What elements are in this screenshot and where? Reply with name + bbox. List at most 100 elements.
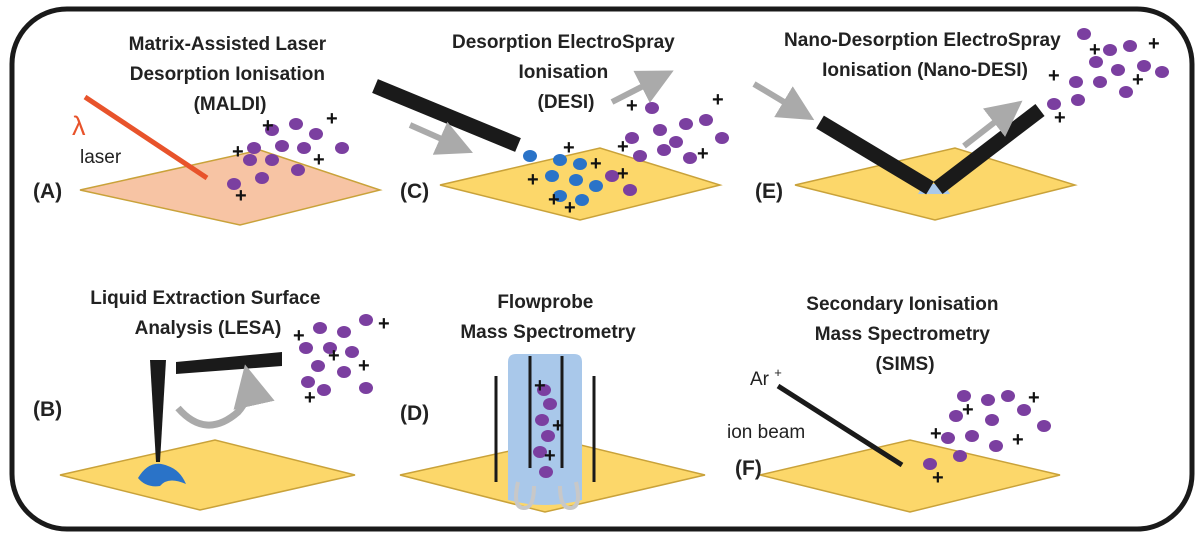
ion xyxy=(653,124,667,136)
plus-sign: + xyxy=(1148,33,1160,55)
svg-text:Liquid Extraction Surface: Liquid Extraction Surface Analysis (LESA… xyxy=(90,288,325,339)
droplet xyxy=(523,150,537,162)
sims-ion-cloud: + + + + + xyxy=(923,387,1051,489)
desi-incoming-arrow xyxy=(408,121,473,155)
maldi-title-line-1: Matrix-Assisted Laser xyxy=(129,34,327,55)
outer-frame xyxy=(9,6,1195,532)
plus-sign: + xyxy=(378,313,390,335)
ion xyxy=(289,118,303,130)
ion xyxy=(265,154,279,166)
lesa-title-line-1: Liquid Extraction Surface xyxy=(90,288,320,309)
nano-desi-secondary-capillary xyxy=(933,104,1045,194)
ion-beam xyxy=(776,383,904,468)
ion xyxy=(949,410,963,422)
plus-sign: + xyxy=(617,136,629,158)
plus-sign: + xyxy=(1012,429,1024,451)
nano-desi-outgoing-arrow xyxy=(962,100,1023,149)
plus-sign: + xyxy=(563,137,575,159)
plus-sign: + xyxy=(564,197,576,219)
ion xyxy=(337,366,351,378)
ion xyxy=(1001,390,1015,402)
plus-sign: + xyxy=(712,89,724,111)
ion xyxy=(645,102,659,114)
panel-label-d: (D) xyxy=(400,402,429,425)
ion xyxy=(313,322,327,334)
ion xyxy=(1093,76,1107,88)
plus-sign: + xyxy=(552,415,564,437)
ion xyxy=(965,430,979,442)
ion xyxy=(247,142,261,154)
panel-label-b: (B) xyxy=(33,398,62,421)
ion xyxy=(359,314,373,326)
ion xyxy=(337,326,351,338)
argon-ion-label: Ar + xyxy=(750,365,782,390)
sims-title-line-1: Secondary Ionisation xyxy=(806,294,998,315)
nano-desi-title-line-2: Ionisation (Nano-DESI) xyxy=(822,60,1028,81)
droplet xyxy=(553,190,567,202)
ion xyxy=(323,342,337,354)
ion xyxy=(669,136,683,148)
plus-sign: + xyxy=(544,445,556,467)
ion xyxy=(715,132,729,144)
ion xyxy=(941,432,955,444)
plus-sign: + xyxy=(590,153,602,175)
svg-text:Nano-Desorption ElectroSpray: Nano-Desorption ElectroSpray Ionisation … xyxy=(784,30,1066,81)
plus-sign: + xyxy=(293,325,305,347)
droplet xyxy=(575,194,589,206)
lesa-pipette-tip xyxy=(150,360,166,462)
flow-loop-right xyxy=(558,481,580,511)
ion xyxy=(535,414,549,426)
lesa-solvent-droplet xyxy=(138,463,186,487)
argon-symbol: Ar xyxy=(750,369,770,390)
plus-sign: + xyxy=(962,399,974,421)
maldi-ion-cloud: + + + + + xyxy=(227,108,349,207)
plus-sign: + xyxy=(326,108,338,130)
droplet xyxy=(553,154,567,166)
ion xyxy=(957,390,971,402)
ion xyxy=(533,446,547,458)
flowprobe-title-line-1: Flowprobe xyxy=(497,292,593,313)
ion xyxy=(1077,28,1091,40)
droplet xyxy=(589,180,603,192)
desi-title-line-1: Desorption ElectroSpray xyxy=(452,32,675,53)
nano-desi-ion-cloud: + + + + + xyxy=(1047,28,1169,129)
ion xyxy=(243,154,257,166)
ion xyxy=(953,450,967,462)
ion xyxy=(311,360,325,372)
ion xyxy=(359,382,373,394)
ion xyxy=(605,170,619,182)
plus-sign: + xyxy=(527,169,539,191)
maldi-title-line-2: Desorption Ionisation xyxy=(130,64,325,85)
svg-text:Matrix-Assisted Laser De: Matrix-Assisted Laser Desorption Ionisat… xyxy=(129,34,332,115)
sims-title-line-3: (SIMS) xyxy=(875,354,934,375)
ion xyxy=(1047,98,1061,110)
panel-label-a: (A) xyxy=(33,180,62,203)
desi-title-line-2: Ionisation xyxy=(518,62,608,83)
ion xyxy=(1155,66,1169,78)
svg-text:Flowprobe Mass Spectrome: Flowprobe Mass Spectrometry xyxy=(460,292,636,343)
desi-ion-cloud: + + + + + xyxy=(605,89,729,196)
sims-title-line-2: Mass Spectrometry xyxy=(815,324,991,345)
laser-beam xyxy=(83,94,209,181)
plus-sign: + xyxy=(304,387,316,409)
ion xyxy=(537,384,551,396)
ion xyxy=(345,346,359,358)
ion xyxy=(1071,94,1085,106)
panel-sims: Secondary Ionisation Mass Spectrometry (… xyxy=(727,294,1061,513)
ion xyxy=(1111,64,1125,76)
plus-sign: + xyxy=(232,141,244,163)
plus-sign: + xyxy=(262,115,274,137)
desi-outgoing-arrow xyxy=(610,70,674,105)
lambda-symbol: λ xyxy=(72,111,86,141)
plus-sign: + xyxy=(235,185,247,207)
plus-sign: + xyxy=(1054,107,1066,129)
ion xyxy=(1103,44,1117,56)
ion xyxy=(1017,404,1031,416)
lesa-sample-surface xyxy=(59,439,356,511)
plus-sign: + xyxy=(328,345,340,367)
plus-sign: + xyxy=(1089,39,1101,61)
ion xyxy=(543,398,557,410)
ion xyxy=(297,142,311,154)
ion xyxy=(1123,40,1137,52)
